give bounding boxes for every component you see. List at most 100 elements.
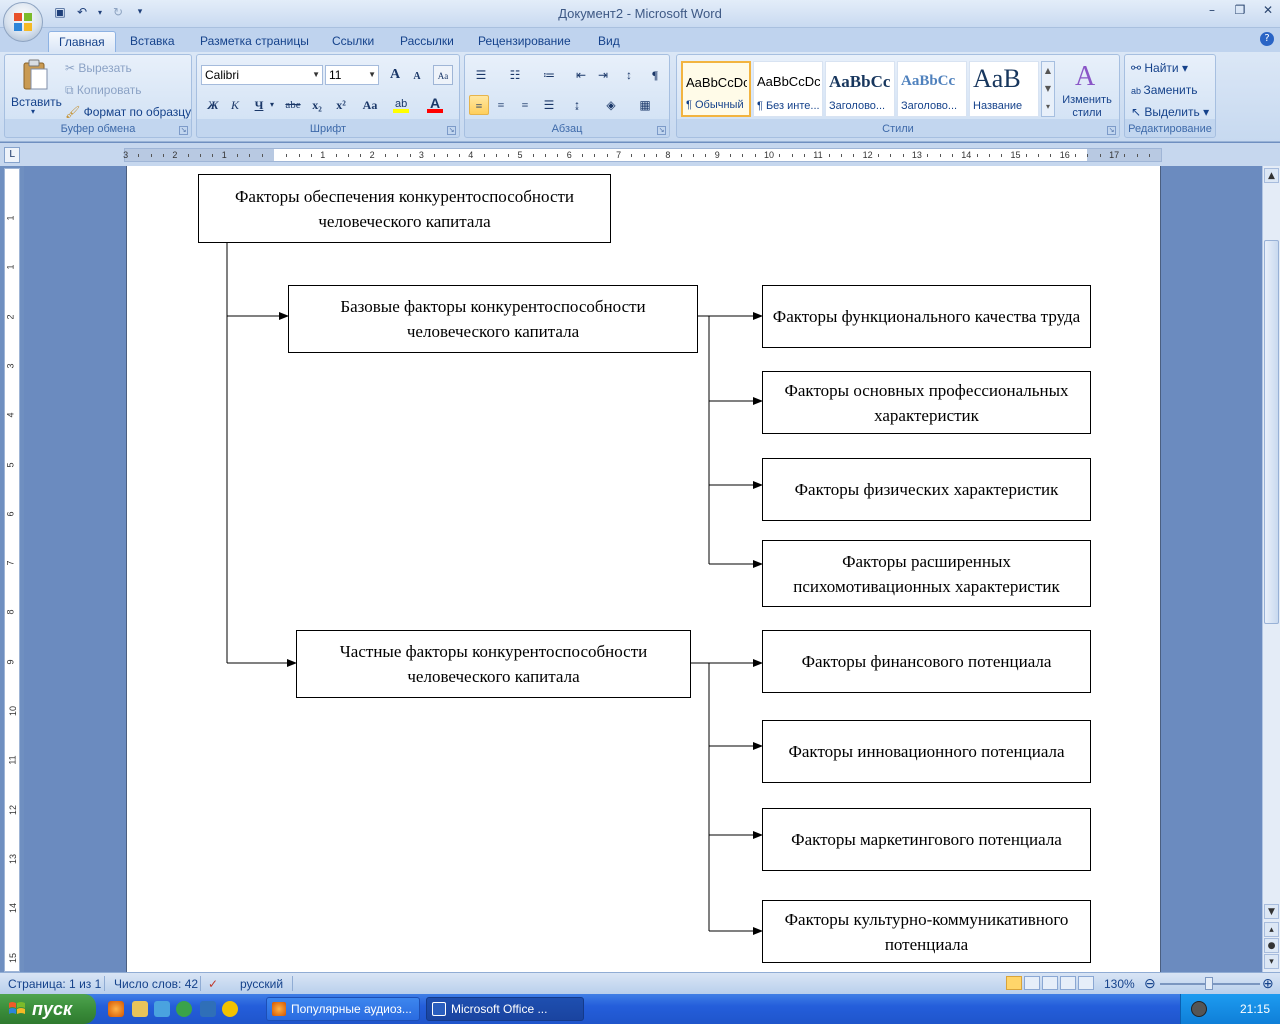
proofing-icon[interactable]: ✓ — [208, 977, 219, 991]
outline-view-icon[interactable] — [1060, 976, 1076, 990]
zoom-slider-thumb[interactable] — [1205, 977, 1213, 990]
box-basic-psychomotivational[interactable]: Факторы расширенных психомотивационных х… — [762, 540, 1091, 607]
cut-button[interactable]: ✂ Вырезать — [65, 61, 132, 75]
paragraph-launcher-icon[interactable]: ↘ — [657, 126, 666, 135]
styles-launcher-icon[interactable]: ↘ — [1107, 126, 1116, 135]
utorrent-icon[interactable] — [176, 1001, 192, 1017]
italic-button[interactable]: К — [231, 98, 239, 112]
office-button[interactable] — [3, 2, 43, 42]
show-marks-button[interactable]: ¶ — [651, 68, 659, 82]
box-basic-functional-quality[interactable]: Факторы функционального качества труда — [762, 285, 1091, 348]
font-family-combo[interactable]: Calibri▼ — [201, 65, 323, 85]
increase-indent-button[interactable]: ⇥ — [593, 65, 613, 85]
undo-dropdown-icon[interactable]: ▾ — [97, 7, 102, 17]
select-button[interactable]: ↖ Выделить ▾ — [1131, 105, 1210, 119]
tab-view[interactable]: Вид — [598, 34, 620, 48]
style-normal[interactable]: AaBbCcDc ¶ Обычный — [681, 61, 751, 117]
underline-dropdown-icon[interactable]: ▾ — [269, 100, 274, 109]
shading-button[interactable]: ◈ — [601, 95, 621, 115]
bold-button[interactable]: Ж — [207, 98, 219, 112]
align-left-button[interactable]: ≡ — [469, 95, 489, 115]
task-word[interactable]: Microsoft Office ... — [426, 997, 584, 1021]
print-layout-view-icon[interactable] — [1006, 976, 1022, 990]
document-page[interactable]: Факторы обеспечения конкурентоспособност… — [126, 166, 1161, 972]
line-spacing-button[interactable]: ↨ — [567, 95, 587, 115]
redo-icon[interactable]: ↻ — [112, 5, 124, 19]
clear-format-icon[interactable]: Aa — [433, 65, 453, 85]
tab-mailings[interactable]: Рассылки — [400, 34, 454, 48]
status-words[interactable]: Число слов: 42 — [114, 977, 199, 991]
web-layout-view-icon[interactable] — [1042, 976, 1058, 990]
box-private-financial[interactable]: Факторы финансового потенциала — [762, 630, 1091, 693]
multilevel-list-button[interactable]: ≔ — [539, 65, 559, 85]
borders-button[interactable]: ▦ — [635, 95, 655, 115]
next-page-icon[interactable]: ▾ — [1264, 954, 1279, 969]
tab-selector-icon[interactable]: L — [4, 147, 20, 163]
change-styles-button[interactable]: A Изменить стили — [1062, 61, 1112, 119]
tool-icon[interactable] — [132, 1001, 148, 1017]
justify-button[interactable]: ☰ — [539, 95, 559, 115]
network-icon[interactable] — [200, 1001, 216, 1017]
font-launcher-icon[interactable]: ↘ — [447, 126, 456, 135]
restore-icon[interactable]: ❐ — [1234, 3, 1246, 17]
firefox-icon[interactable] — [108, 1001, 124, 1017]
scroll-up-icon[interactable]: ▲ — [1264, 168, 1279, 183]
shrink-font-button[interactable]: A — [413, 71, 421, 82]
box-private-marketing[interactable]: Факторы маркетингового потенциала — [762, 808, 1091, 871]
font-size-combo[interactable]: 11▼ — [325, 65, 379, 85]
start-button[interactable]: пуск — [0, 994, 96, 1024]
box-private-innovation[interactable]: Факторы инновационного потенциала — [762, 720, 1091, 783]
box-root[interactable]: Факторы обеспечения конкурентоспособност… — [198, 174, 611, 243]
box-private[interactable]: Частные факторы конкурентоспособности че… — [296, 630, 691, 698]
sort-button[interactable]: ↕ — [619, 65, 639, 85]
prev-page-icon[interactable]: ▴ — [1264, 922, 1279, 937]
replace-button[interactable]: ab Заменить — [1131, 83, 1198, 97]
font-color-button[interactable]: A — [425, 95, 445, 115]
superscript-button[interactable]: x² — [336, 98, 346, 112]
full-screen-reading-view-icon[interactable] — [1024, 976, 1040, 990]
task-firefox[interactable]: Популярные аудиоз... — [266, 997, 420, 1021]
style-heading-2[interactable]: AaBbCc Заголово... — [897, 61, 967, 117]
status-language[interactable]: русский — [240, 977, 284, 991]
underline-button[interactable]: Ч — [254, 98, 264, 112]
tab-page-layout[interactable]: Разметка страницы — [200, 34, 309, 48]
strikethrough-button[interactable]: abe — [285, 99, 301, 111]
help-icon[interactable]: ? — [1260, 32, 1274, 46]
draft-view-icon[interactable] — [1078, 976, 1094, 990]
style-no-spacing[interactable]: AaBbCcDc ¶ Без инте... — [753, 61, 823, 117]
customize-qat-icon[interactable]: ▾ — [137, 7, 143, 17]
tab-insert[interactable]: Вставка — [130, 34, 175, 48]
scroll-thumb[interactable] — [1264, 240, 1279, 624]
highlight-button[interactable]: ab — [391, 95, 411, 115]
bullets-button[interactable]: ☰ — [471, 65, 491, 85]
ie-icon[interactable] — [154, 1001, 170, 1017]
minimize-icon[interactable]: – — [1209, 3, 1215, 17]
style-heading-1[interactable]: AaBbCc Заголово... — [825, 61, 895, 117]
clipboard-launcher-icon[interactable]: ↘ — [179, 126, 188, 135]
save-icon[interactable]: ▣ — [54, 5, 66, 19]
find-button[interactable]: ⚯ Найти ▾ — [1131, 61, 1188, 75]
box-private-cultural[interactable]: Факторы культурно-коммуникативного потен… — [762, 900, 1091, 963]
zoom-level[interactable]: 130% — [1104, 977, 1135, 991]
zoom-out-icon[interactable]: ⊖ — [1144, 975, 1156, 991]
decrease-indent-button[interactable]: ⇤ — [571, 65, 591, 85]
close-icon[interactable]: ✕ — [1262, 3, 1274, 17]
media-player-icon[interactable] — [222, 1001, 238, 1017]
align-right-button[interactable]: ≡ — [515, 95, 535, 115]
tab-references[interactable]: Ссылки — [332, 34, 375, 48]
scroll-down-icon[interactable]: ▼ — [1264, 904, 1279, 919]
style-title[interactable]: AaB Название — [969, 61, 1039, 117]
numbering-button[interactable]: ☷ — [505, 65, 525, 85]
box-basic-professional[interactable]: Факторы основных профессиональных характ… — [762, 371, 1091, 434]
change-case-button[interactable]: Aa — [362, 98, 378, 112]
paste-button[interactable]: Вставить ▾ — [9, 57, 62, 119]
status-page[interactable]: Страница: 1 из 1 — [8, 977, 102, 991]
browse-object-icon[interactable]: ● — [1264, 938, 1279, 953]
box-basic[interactable]: Базовые факторы конкурентоспособности че… — [288, 285, 698, 353]
vertical-scrollbar[interactable]: ▲ ▼ ▴ ● ▾ — [1262, 166, 1280, 972]
styles-scroll[interactable]: ▲▼▾ — [1041, 61, 1055, 117]
align-center-button[interactable]: ≡ — [491, 95, 511, 115]
tab-review[interactable]: Рецензирование — [478, 34, 571, 48]
